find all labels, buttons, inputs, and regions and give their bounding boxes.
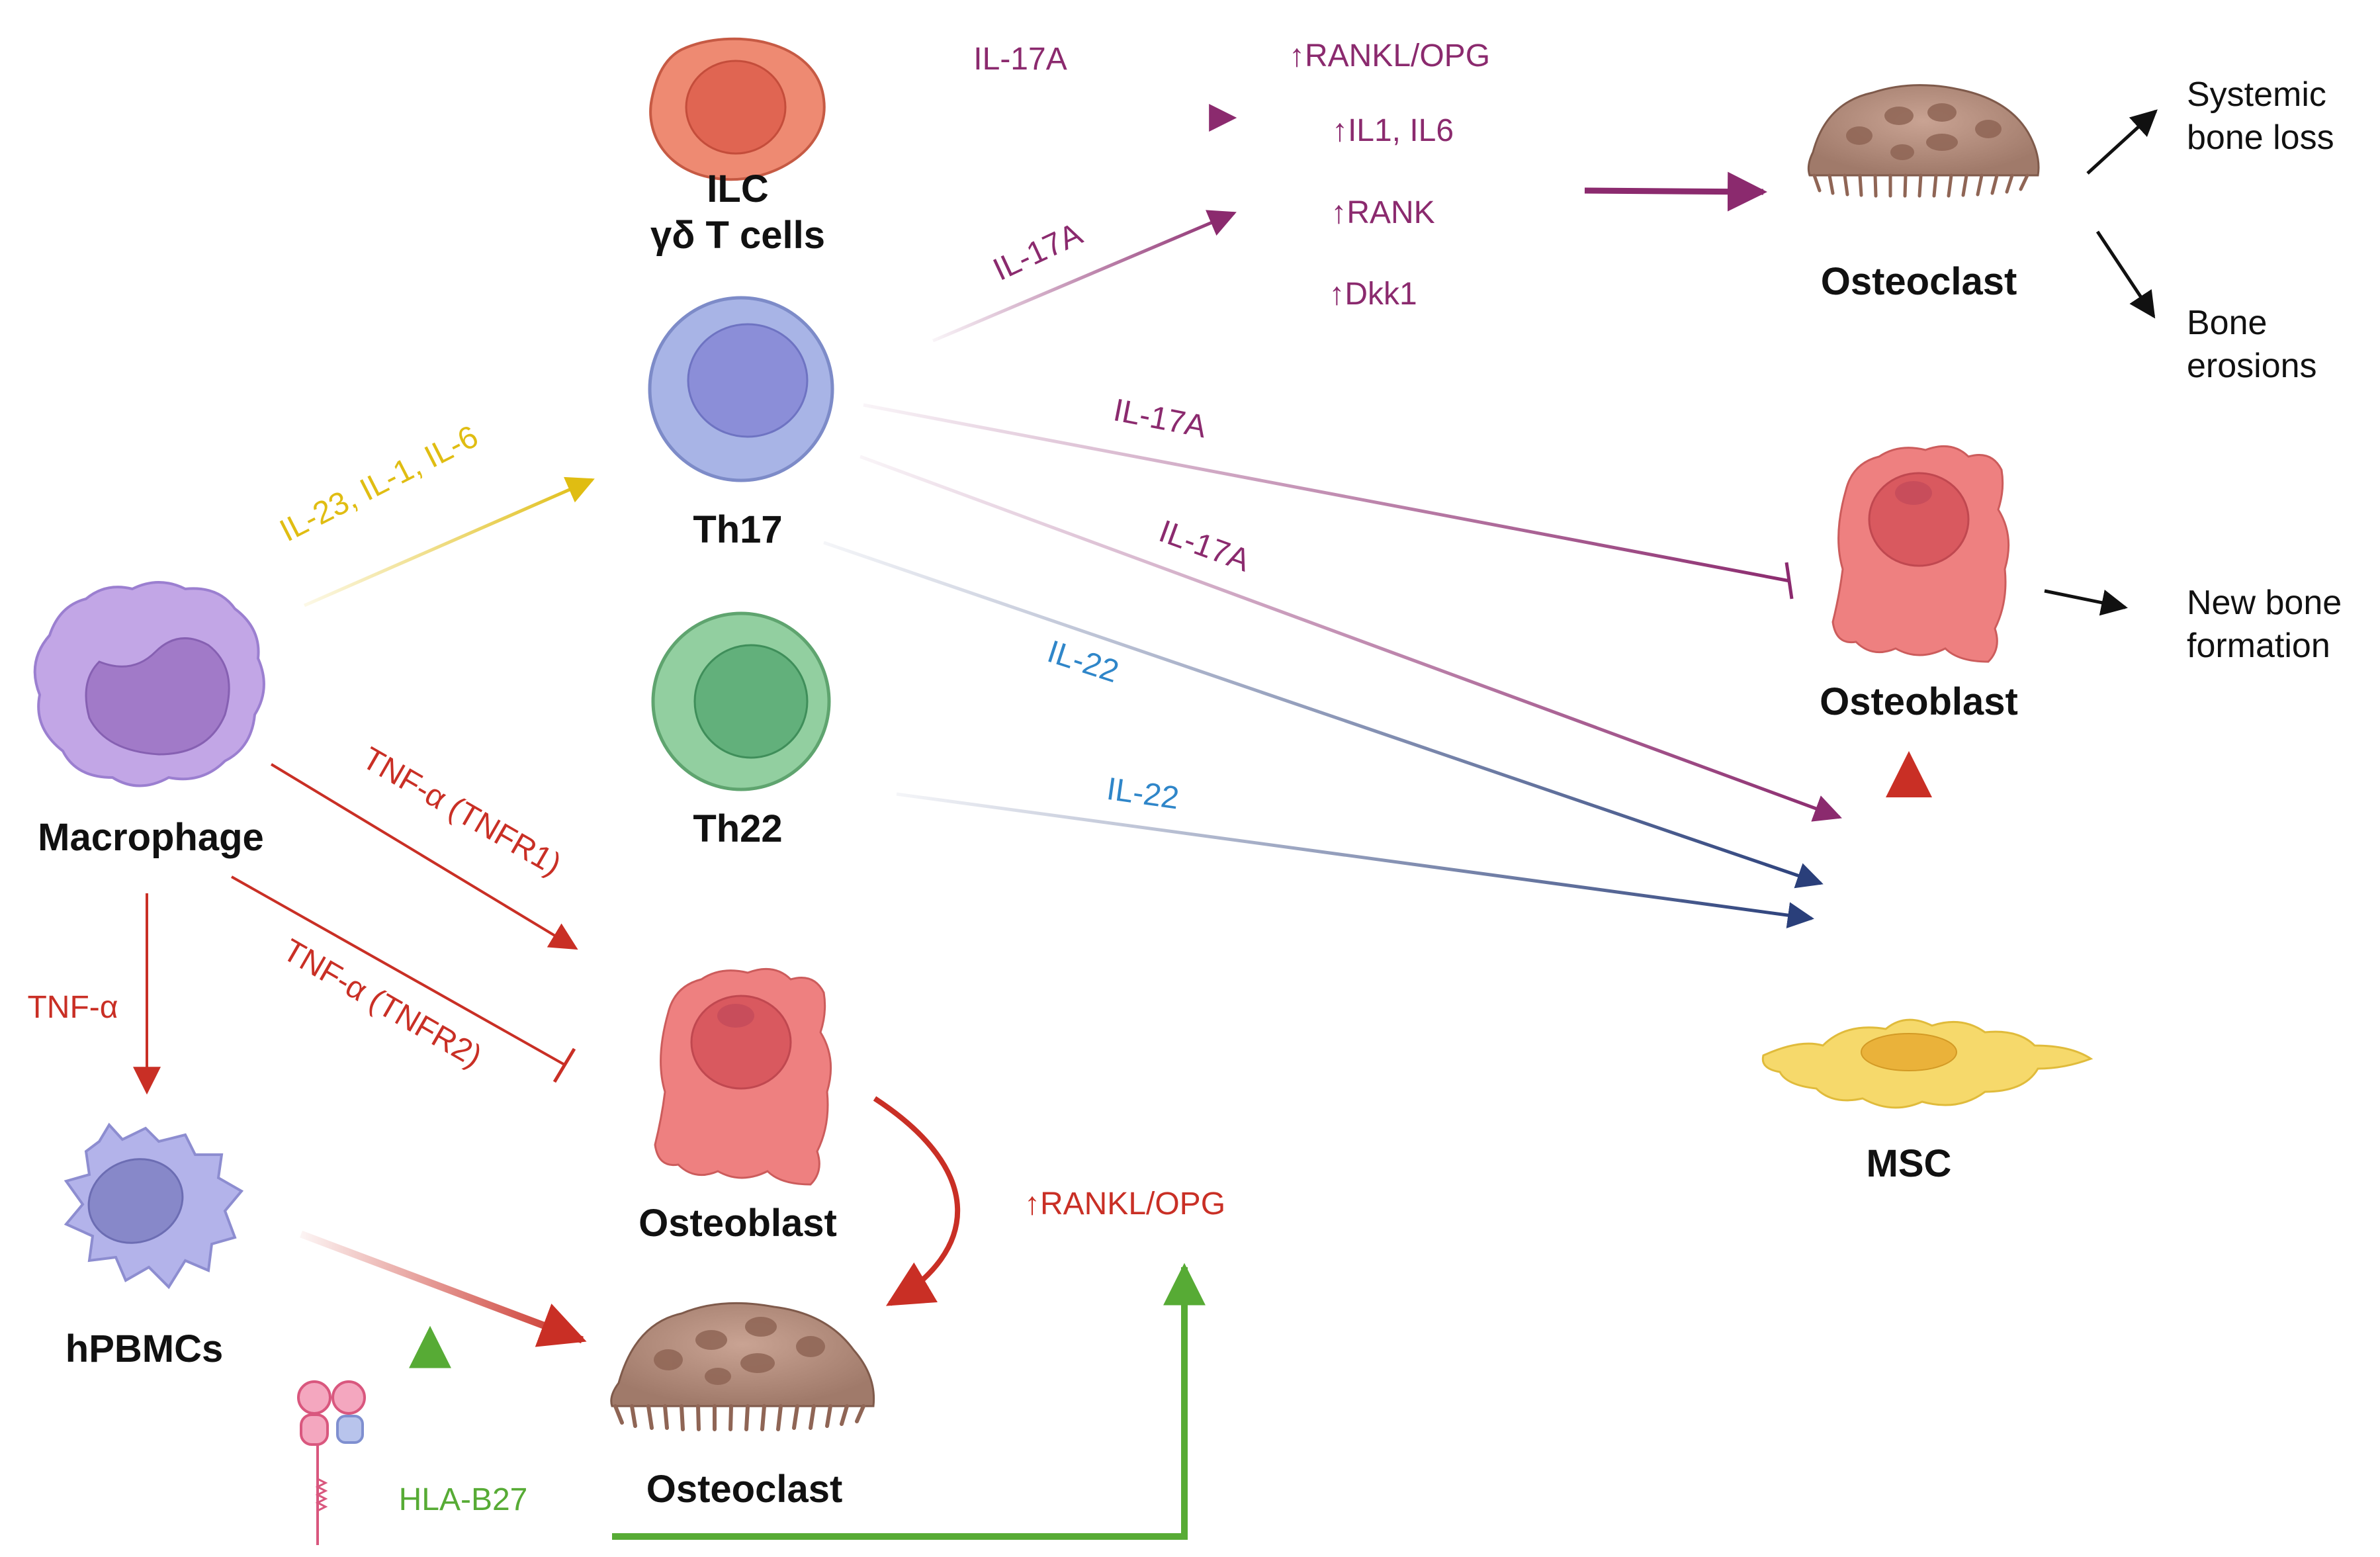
label-rankl-opg-bottom: ↑RANKL/OPG — [1024, 1186, 1225, 1222]
hpbmcs-cell — [64, 1122, 244, 1290]
arrow-effects-to-osteoclast — [1584, 171, 1767, 212]
label-bone-erosions-1: Bone — [2187, 304, 2267, 342]
arrow-to-systemic-bone-loss — [2086, 109, 2158, 175]
arrow-hla-b27-to-rankl-opg — [612, 1263, 1206, 1540]
label-tnfa-tnfr1: TNF-α (TNFR1) — [357, 740, 567, 882]
arrow-to-bone-erosions — [2095, 230, 2156, 319]
osteoclast-top-cell — [1807, 84, 2040, 198]
label-msc: MSC — [1867, 1142, 1952, 1185]
th17-cell — [648, 296, 834, 482]
label-rank: ↑RANK — [1331, 195, 1434, 230]
label-new-bone-formation-1: New bone — [2187, 584, 2342, 622]
label-hla-b27: HLA-B27 — [399, 1482, 528, 1517]
arrow-th22-to-msc-il22 — [896, 792, 1814, 928]
inhibit-bar-tnfr2 — [552, 1047, 576, 1083]
label-il23-il1-il6: IL-23, IL-1, IL-6 — [275, 419, 484, 549]
label-rankl-opg-top: ↑RANKL/OPG — [1289, 38, 1490, 73]
label-tnfa: TNF-α — [27, 990, 118, 1025]
label-th22: Th22 — [693, 807, 782, 850]
osteoblast-bottom-cell — [654, 967, 832, 1186]
msc-cell — [1761, 1018, 2094, 1109]
osteoblast-right-cell — [1831, 445, 2010, 663]
arrow-th17-to-effects — [932, 210, 1237, 343]
arrow-osteoblast-to-osteoclast — [873, 1096, 961, 1306]
ilc-cell — [649, 37, 826, 181]
label-dkk1: ↑Dkk1 — [1329, 277, 1417, 312]
label-osteoblast-bottom: Osteoblast — [639, 1202, 837, 1245]
label-macrophage: Macrophage — [38, 816, 264, 859]
hla-b27-icon — [297, 1380, 366, 1545]
label-bone-erosions-2: erosions — [2187, 347, 2317, 385]
th22-cell — [651, 611, 831, 791]
label-ilc: ILC — [707, 167, 768, 210]
label-gamma-delta-t-cells: γδ T cells — [650, 214, 825, 257]
label-osteoclast-top: Osteoclast — [1821, 260, 2017, 303]
label-new-bone-formation-2: formation — [2187, 627, 2330, 665]
arrow-hpbmcs-to-osteoclast — [300, 1230, 587, 1347]
label-il17a-ilc: IL-17A — [973, 42, 1067, 77]
inhibit-bar-th17-osteoblast — [1785, 562, 1794, 600]
arrow-macrophage-to-osteoblast-tnfr1 — [270, 763, 578, 950]
inhibit-th17-to-osteoblast — [863, 403, 1790, 583]
label-hpbmcs: hPBMCs — [66, 1327, 223, 1370]
arrow-macrophage-to-th17 — [303, 476, 595, 607]
label-il17a-th17-up: IL-17A — [988, 216, 1088, 288]
label-systemic-bone-loss-1: Systemic — [2187, 75, 2326, 114]
arrow-to-new-bone-formation — [2044, 589, 2128, 616]
label-il17a-th17-osteoblast: IL-17A — [1110, 392, 1209, 445]
osteoclast-bottom-cell — [610, 1302, 875, 1431]
label-systemic-bone-loss-2: bone loss — [2187, 118, 2334, 157]
label-osteoclast-bottom: Osteoclast — [646, 1468, 843, 1511]
inhibit-macrophage-to-osteoblast-tnfr2 — [231, 875, 566, 1067]
arrow-th17-to-msc-il22 — [823, 541, 1824, 889]
label-th17: Th17 — [693, 508, 782, 551]
arrow-th17-to-msc-il17a — [859, 455, 1842, 822]
label-il1-il6: ↑IL1, IL6 — [1332, 113, 1454, 148]
label-il22-th22: IL-22 — [1104, 772, 1181, 817]
macrophage-cell — [33, 581, 265, 787]
label-osteoblast-right: Osteoblast — [1820, 680, 2018, 723]
